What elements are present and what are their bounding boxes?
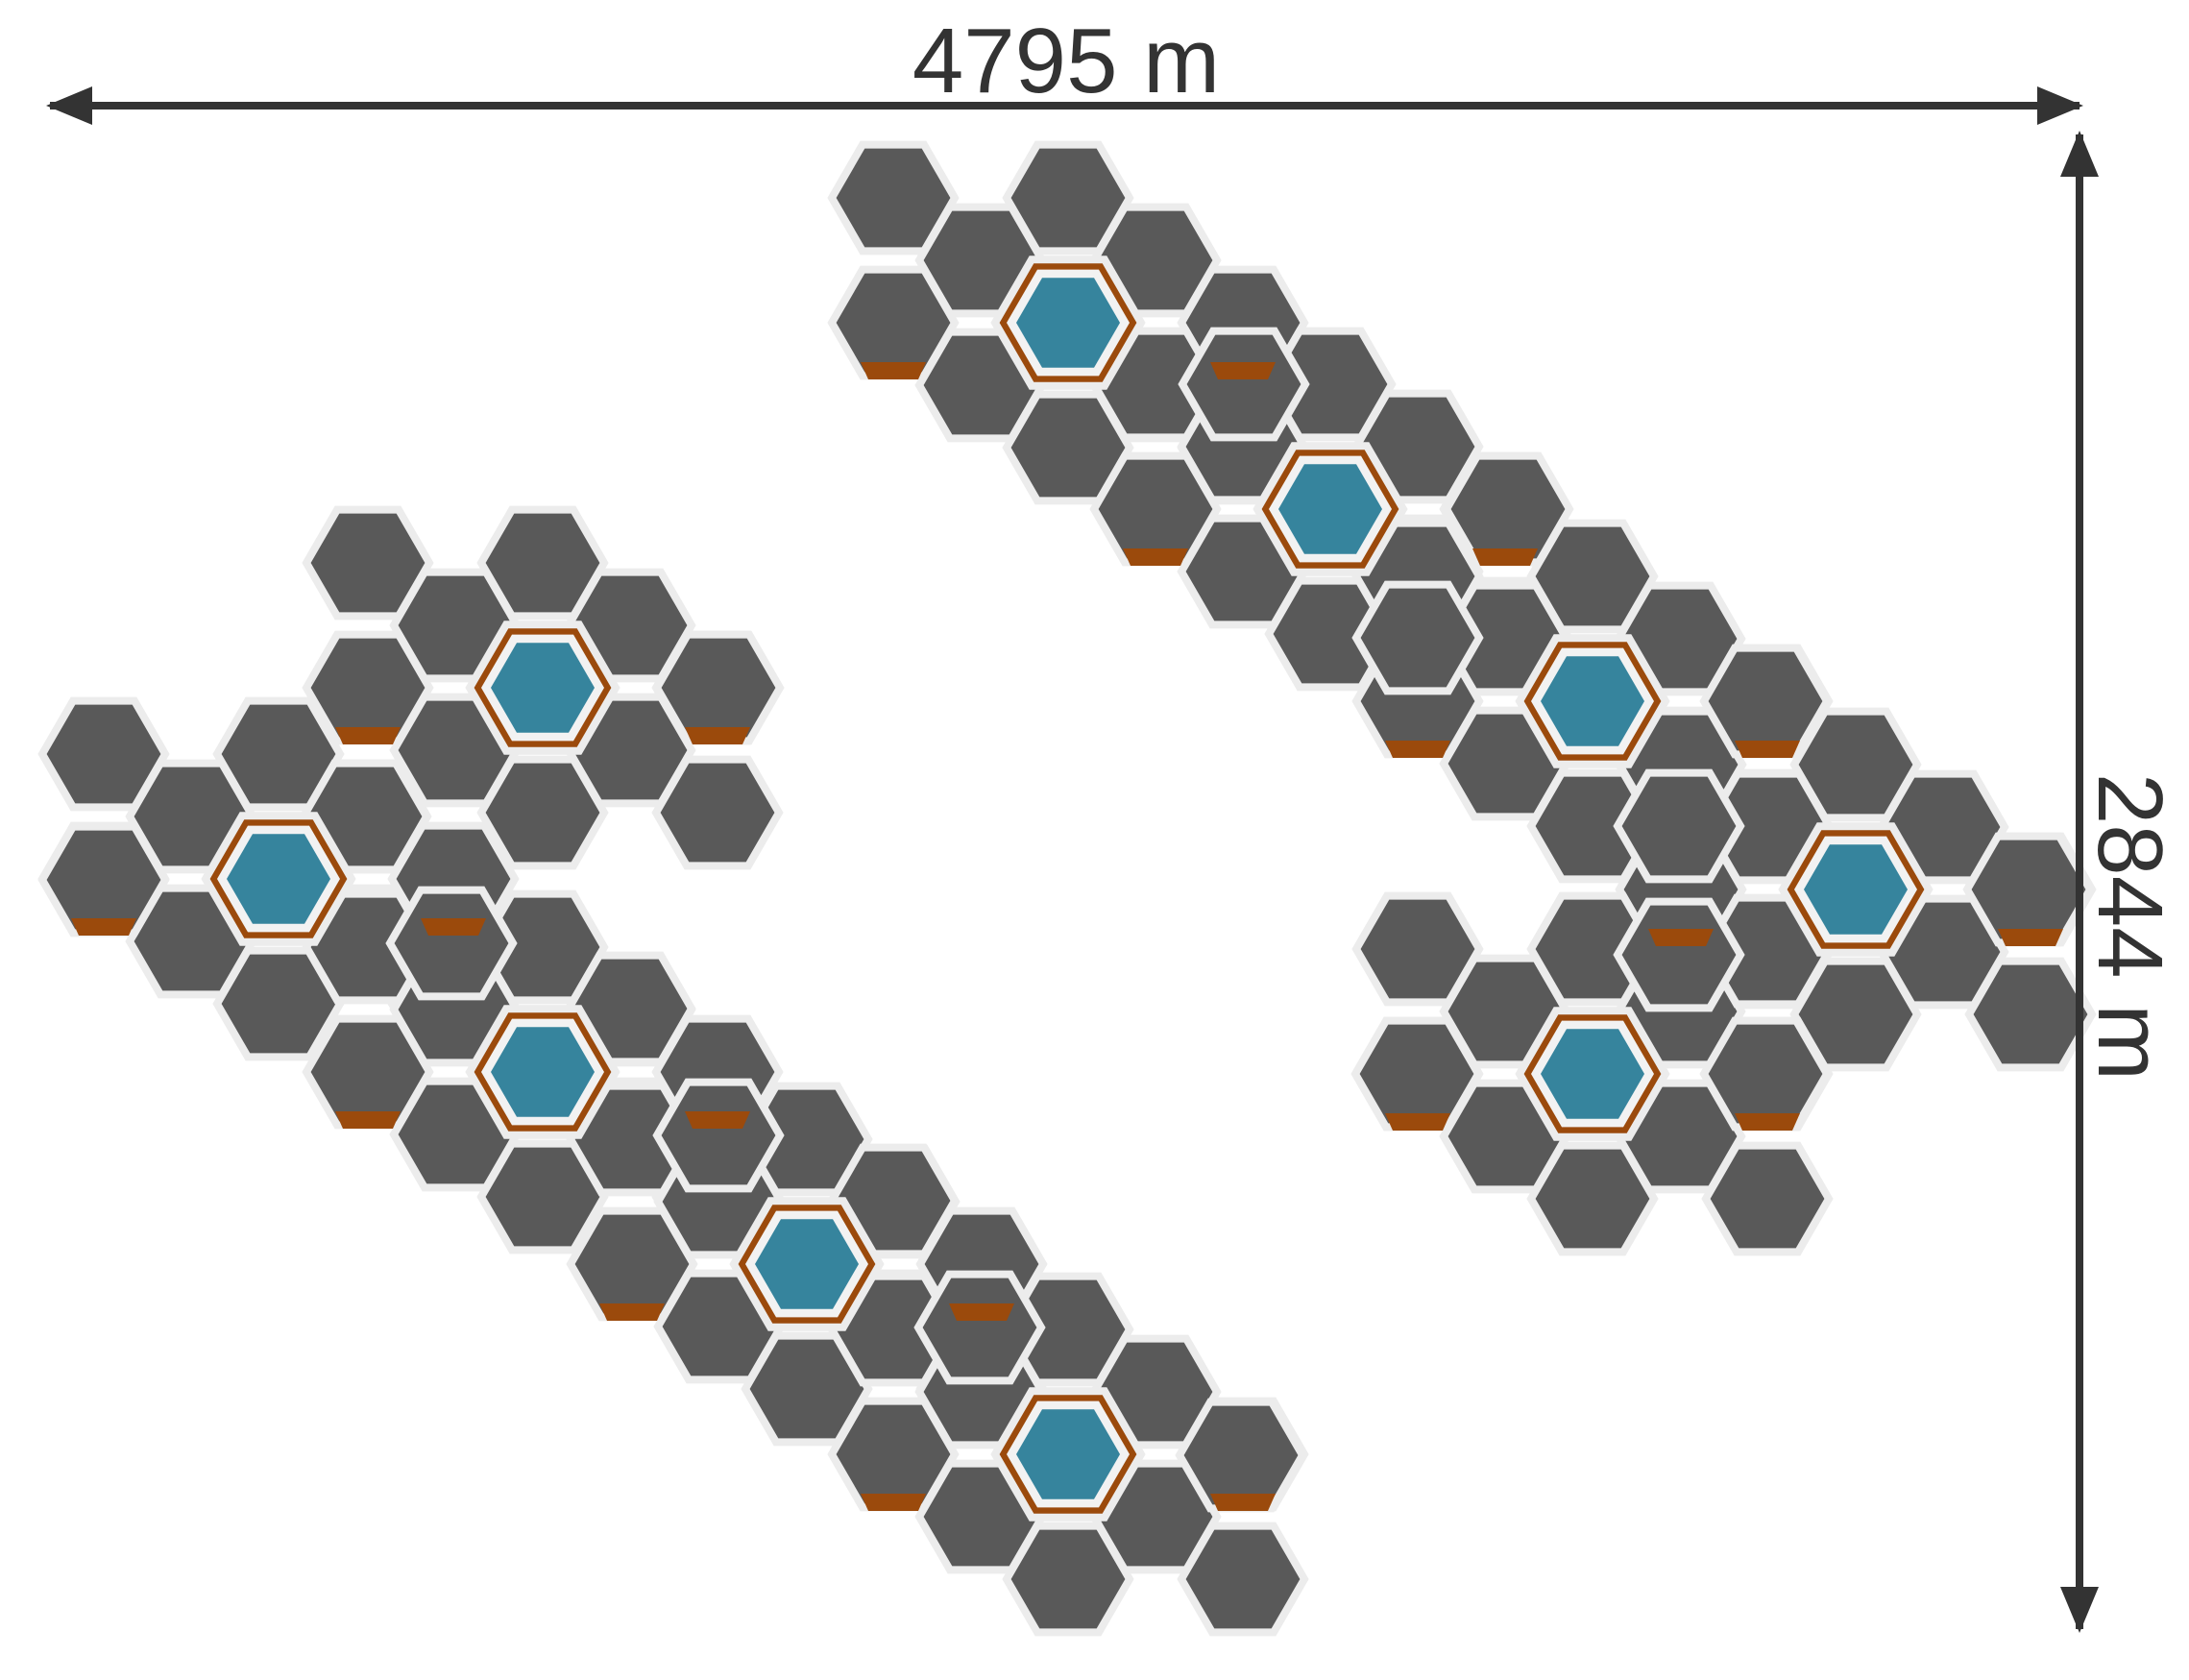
hexagon-tile-icon [566, 1206, 698, 1322]
width-dimension: 4795 m [46, 10, 2083, 125]
hexagon-pool-icon [227, 834, 330, 924]
trapezoid-marker-icon [1648, 929, 1714, 946]
hexagon-tile-icon [1699, 644, 1832, 759]
hexagon-pool-icon [755, 1219, 859, 1309]
hexagon-tile-icon [827, 265, 960, 380]
hexagon-tile-icon [302, 505, 434, 621]
trapezoid-marker-icon [1210, 1494, 1276, 1511]
hexagon-tile-icon [1699, 1016, 1832, 1132]
hexagon-tile-icon [1964, 957, 2097, 1072]
trapezoid-marker-icon [1735, 741, 1800, 758]
trapezoid-marker-icon [71, 918, 136, 936]
hexagon-tile-icon [651, 755, 784, 870]
hexagon-tile-icon [827, 1397, 960, 1512]
trapezoid-marker-icon [1472, 548, 1538, 566]
hexagon-tile-icon [1962, 832, 2095, 947]
hexagon-tile-icon [1613, 897, 1745, 1012]
trapezoid-marker-icon [685, 1111, 750, 1129]
trapezoid-marker-icon [421, 918, 486, 936]
hexagon-tile-icon [1002, 1522, 1134, 1637]
hexagon-tile-icon [652, 1078, 785, 1193]
right-chevron-group [827, 140, 2097, 1256]
hexagon-pool-icon [1016, 1409, 1120, 1499]
hexagon-pool-icon [491, 1027, 595, 1117]
trapezoid-marker-icon [1998, 929, 2063, 946]
hexagon-pool-icon [1278, 464, 1382, 554]
left-chevron-group [37, 505, 1309, 1637]
trapezoid-marker-icon [861, 362, 926, 379]
hexagon-tile-icon [1175, 1398, 1307, 1513]
hexagon-tile-icon [37, 696, 170, 812]
trapezoid-marker-icon [1735, 1113, 1800, 1131]
trapezoid-marker-icon [861, 1494, 926, 1511]
hexagon-tile-icon [385, 886, 518, 1001]
trapezoid-marker-icon [1385, 1113, 1450, 1131]
trapezoid-marker-icon [949, 1303, 1014, 1321]
hexagon-tile-icon [1351, 580, 1484, 695]
hexagon-tile-icon [1350, 1016, 1483, 1132]
hexagon-tile-icon [476, 755, 609, 870]
trapezoid-marker-icon [335, 1111, 401, 1129]
hexagon-tile-icon [1701, 1141, 1834, 1256]
trapezoid-marker-icon [335, 727, 401, 744]
hexagon-pool-icon [1541, 1029, 1644, 1119]
hexagon-tile-icon [1177, 1522, 1309, 1637]
trapezoid-marker-icon [1210, 362, 1276, 379]
hexagon-tile-icon [913, 1270, 1046, 1385]
height-dimension: 2844 m [2060, 131, 2181, 1633]
hexagon-pool-icon [491, 643, 595, 733]
hexagon-tile-icon [1089, 451, 1222, 567]
hexagon-tile-icon [37, 822, 170, 937]
hexagon-pool-icon [1804, 844, 1908, 935]
hexagon-tile-icon [827, 140, 960, 256]
hexagon-pool-icon [1016, 278, 1120, 368]
width-label: 4795 m [912, 10, 1220, 112]
hexagon-pool-icon [1541, 656, 1644, 746]
hexagon-tile-icon [302, 1014, 434, 1130]
hexagon-tile-icon [1178, 327, 1310, 442]
hexagon-tile-icon [302, 889, 434, 1005]
hexagon-tile-icon [1613, 768, 1745, 884]
hexagon-tile-icon [1789, 957, 1922, 1072]
hexagon-tile-icon [652, 630, 785, 745]
hexagon-tile-icon [1526, 1141, 1659, 1256]
trapezoid-marker-icon [1385, 741, 1450, 758]
hexagon-tile-icon [302, 630, 434, 745]
trapezoid-marker-icon [685, 727, 750, 744]
hexagon-tile-icon [1442, 451, 1574, 567]
trapezoid-marker-icon [599, 1303, 665, 1321]
trapezoid-marker-icon [1123, 548, 1188, 566]
hexagon-tile-icon [566, 1082, 698, 1197]
height-label: 2844 m [2079, 773, 2181, 1081]
hexagon-tile-icon [1351, 891, 1484, 1007]
